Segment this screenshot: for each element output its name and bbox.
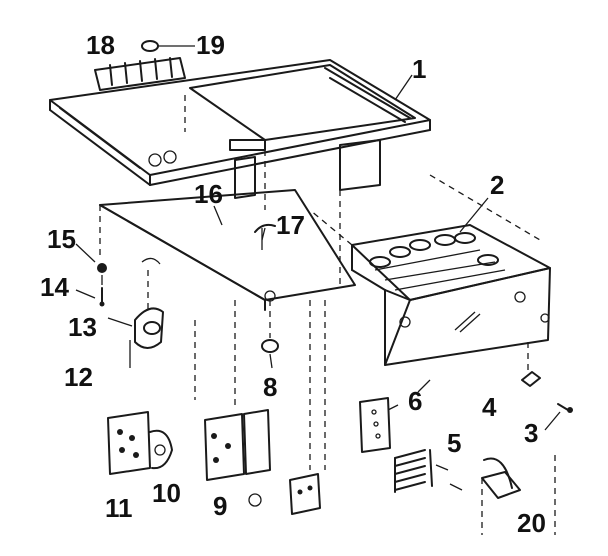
top-cover-part-1 (49, 59, 431, 285)
coil-part-5 (394, 449, 463, 493)
leader-lines (75, 74, 561, 471)
plate-part-6 (359, 397, 391, 453)
terminal-strip-part-18 (94, 57, 186, 91)
relay-block-part-9 (204, 300, 271, 507)
callout-6: 6 (408, 386, 422, 416)
callout-4: 4 (482, 392, 497, 422)
callout-5: 5 (447, 428, 461, 458)
screw-part-15 (97, 263, 107, 285)
clip-part-4 (521, 340, 541, 387)
callout-2: 2 (490, 170, 504, 200)
callout-8: 8 (263, 372, 277, 402)
callout-1: 1 (412, 54, 426, 84)
switch-block-part-11 (107, 411, 151, 475)
switch-part-13 (129, 257, 164, 368)
callout-15: 15 (47, 224, 76, 254)
callout-14: 14 (40, 272, 69, 302)
screw-part-14 (99, 287, 105, 307)
screw-part-3 (557, 403, 573, 413)
grommet-part-8 (261, 300, 279, 353)
knob-part-19 (141, 40, 195, 52)
callout-16: 16 (194, 179, 223, 209)
callout-12: 12 (64, 362, 93, 392)
callout-20: 20 (517, 508, 546, 538)
element-assembly-part-2 (309, 174, 551, 366)
callout-labels: 1 2 3 4 5 6 17 8 9 10 11 12 13 14 15 16 … (40, 30, 546, 538)
callout-17: 17 (276, 210, 305, 240)
callout-11: 11 (105, 493, 133, 523)
lever-part-20 (481, 455, 556, 535)
callout-10: 10 (152, 478, 181, 508)
callout-9: 9 (213, 491, 227, 521)
callout-19: 19 (196, 30, 225, 60)
chassis-part-16 (99, 189, 356, 400)
callout-18: 18 (86, 30, 115, 60)
callout-3: 3 (524, 418, 538, 448)
callout-13: 13 (68, 312, 97, 342)
cam-part-10 (149, 429, 173, 470)
connector-part-7 (289, 300, 326, 515)
